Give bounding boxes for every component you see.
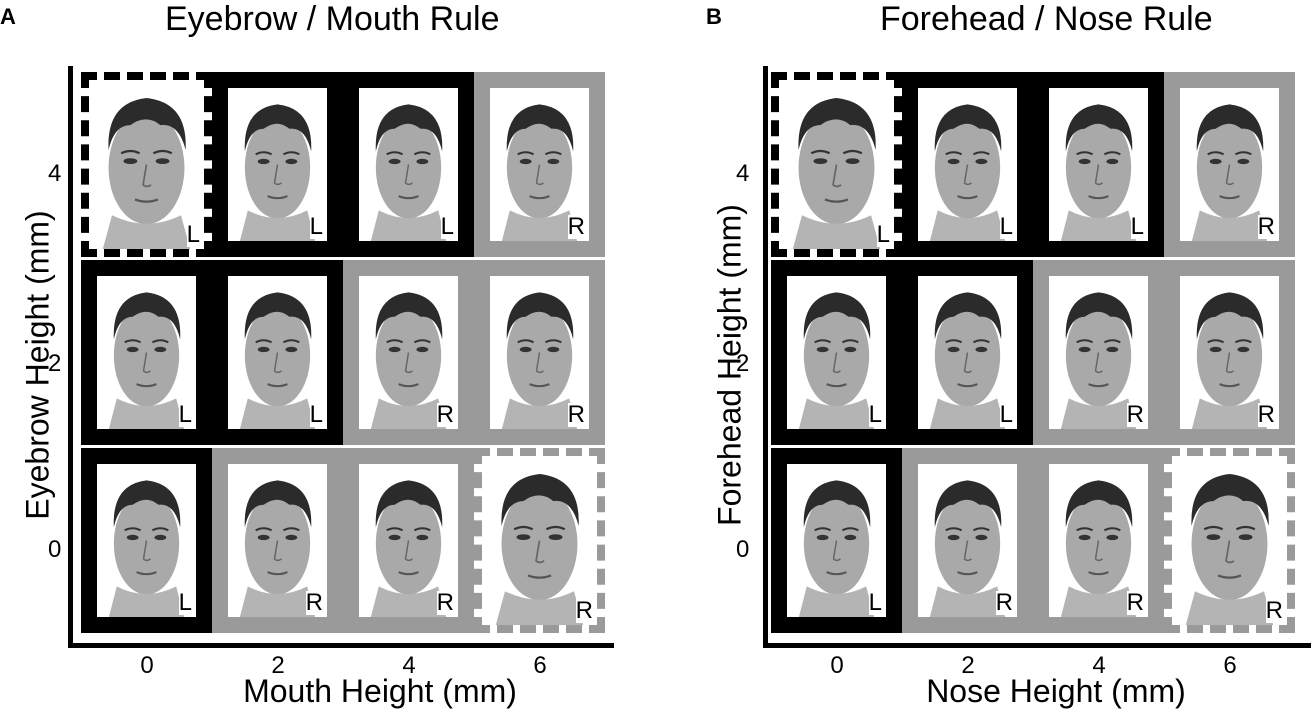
face-cell: R (343, 448, 474, 633)
face-image-icon (359, 464, 458, 617)
response-label: R (567, 213, 585, 240)
x-tick-label: 2 (271, 652, 285, 679)
face-cell: R (1033, 260, 1164, 445)
face-cell: R (212, 448, 343, 633)
face-cell: L (771, 448, 902, 633)
y-tick-label: 2 (48, 350, 62, 377)
response-label: R (305, 589, 323, 616)
face-cell: L (212, 260, 343, 445)
x-tick-label: 0 (140, 652, 154, 679)
response-label: L (178, 401, 192, 428)
x-axis-label: Nose Height (mm) (926, 673, 1186, 709)
response-label: L (999, 213, 1013, 240)
face-cell: L (1033, 72, 1164, 257)
face-image-icon (359, 88, 458, 241)
response-label: L (309, 401, 323, 428)
face-image-icon (918, 276, 1017, 429)
face-image-icon (779, 80, 894, 249)
face-cell: L (81, 72, 212, 257)
face-cell: L (902, 72, 1033, 257)
face-image-icon (1049, 276, 1148, 429)
x-tick-label: 6 (533, 652, 547, 679)
face-image-icon (1049, 464, 1148, 617)
response-label: R (1126, 401, 1144, 428)
y-tick-label: 0 (48, 536, 62, 563)
face-cell: R (474, 448, 605, 633)
response-label: L (876, 221, 890, 248)
y-tick-label: 2 (736, 350, 750, 377)
face-cell: L (902, 260, 1033, 445)
x-axis-label: Mouth Height (mm) (243, 673, 517, 709)
face-image-icon (490, 88, 589, 241)
face-image-icon (228, 276, 327, 429)
face-cell: R (474, 260, 605, 445)
y-axis-line (68, 66, 73, 648)
face-cell: R (474, 72, 605, 257)
panel-a: A Eyebrow / Mouth Rule Eyebrow Height (m… (0, 0, 650, 716)
face-cell: R (1164, 448, 1295, 633)
panel-title: Forehead / Nose Rule (880, 0, 1213, 38)
face-cell: L (771, 72, 902, 257)
face-cell: R (1033, 448, 1164, 633)
response-label: L (999, 401, 1013, 428)
face-image-icon (97, 464, 196, 617)
x-axis-line (68, 643, 614, 648)
response-label: R (1257, 401, 1275, 428)
response-label: R (995, 589, 1013, 616)
x-tick-label: 4 (402, 652, 416, 679)
face-image-icon (482, 456, 597, 625)
y-tick-label: 4 (48, 160, 62, 187)
response-label: R (436, 589, 454, 616)
response-label: L (868, 589, 882, 616)
response-label: R (1126, 589, 1144, 616)
face-cell: L (343, 72, 474, 257)
face-cell: R (1164, 260, 1295, 445)
x-tick-label: 0 (830, 652, 844, 679)
y-axis-line (763, 66, 768, 648)
face-cell: L (771, 260, 902, 445)
response-label: L (440, 213, 454, 240)
face-cell: L (212, 72, 343, 257)
face-cell: R (343, 260, 474, 445)
x-tick-label: 6 (1223, 652, 1237, 679)
face-cell: R (902, 448, 1033, 633)
response-label: R (436, 401, 454, 428)
x-axis-line (763, 643, 1311, 648)
response-label: R (1257, 213, 1275, 240)
face-image-icon (1180, 88, 1279, 241)
x-tick-label: 4 (1092, 652, 1106, 679)
face-image-icon (1180, 276, 1279, 429)
response-label: R (575, 597, 593, 624)
response-label: L (186, 221, 200, 248)
face-cell: R (1164, 72, 1295, 257)
y-tick-label: 0 (736, 536, 750, 563)
panel-b: B Forehead / Nose Rule Forehead Height (… (666, 0, 1316, 716)
face-image-icon (1172, 456, 1287, 625)
face-cell: L (81, 448, 212, 633)
face-cell: L (81, 260, 212, 445)
panel-letter: A (0, 4, 16, 29)
y-tick-label: 4 (736, 160, 750, 187)
response-label: L (309, 213, 323, 240)
response-label: L (178, 589, 192, 616)
face-image-icon (89, 80, 204, 249)
panel-title: Eyebrow / Mouth Rule (165, 0, 500, 38)
x-tick-label: 2 (961, 652, 975, 679)
response-label: R (1265, 597, 1283, 624)
response-label: L (868, 401, 882, 428)
response-label: R (567, 401, 585, 428)
panel-letter: B (706, 4, 722, 29)
response-label: L (1130, 213, 1144, 240)
